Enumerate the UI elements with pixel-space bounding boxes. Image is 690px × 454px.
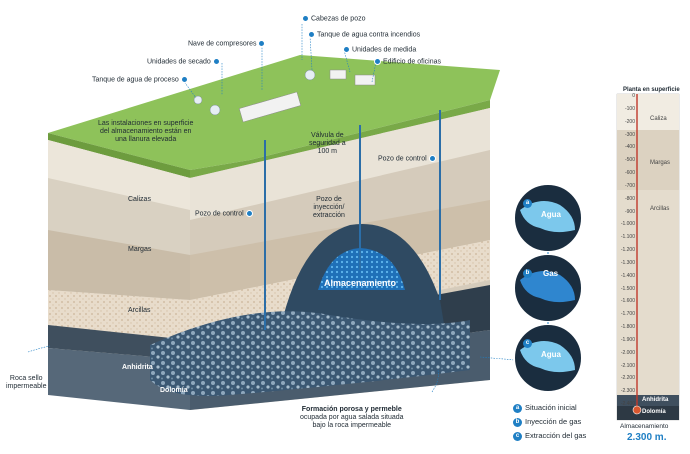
circle-b-text: Gas — [543, 269, 559, 278]
column-tick-label: -1.300 — [620, 259, 635, 266]
circle-a-badge: a — [523, 198, 535, 208]
label-roca-sello: Roca sello impermeable — [6, 375, 47, 390]
column-tick-label: -1.100 — [620, 234, 635, 241]
label-pozo-control-left: Pozo de control — [195, 210, 255, 218]
column-tick-label: -1.700 — [620, 311, 635, 318]
column-tick-label: -1.600 — [620, 298, 635, 305]
column-tick-label: -700 — [624, 182, 635, 189]
column-tick-label: -300 — [624, 131, 635, 138]
column-tick-label: -1.000 — [620, 221, 635, 228]
label-formacion: Formación porosa y permeble ocupada por … — [300, 406, 404, 429]
circle-c-text: Agua — [541, 350, 561, 359]
label-pozo-inyeccion: Pozo de inyección/ extracción — [313, 196, 345, 219]
column-tick-label: -1.400 — [620, 272, 635, 279]
column-tick-label: -900 — [624, 208, 635, 215]
label-edificio-oficinas: Edificio de oficinas — [372, 58, 441, 66]
label-nave-compresores: Nave de compresores — [188, 40, 267, 48]
label-tanque-proceso: Tanque de agua de proceso — [92, 76, 190, 84]
column-footer-label: Almacenamiento — [620, 423, 669, 430]
label-tanque-incendios: Tanque de agua contra incendios — [306, 31, 420, 39]
column-tick-label: -800 — [624, 195, 635, 202]
label-arcillas: Arcillas — [128, 307, 151, 314]
column-tick-label: -200 — [624, 118, 635, 125]
label-unidades-secado: Unidades de secado — [147, 58, 222, 66]
column-tick-label: -2.400 — [620, 401, 635, 407]
column-tick-label: -600 — [624, 170, 635, 176]
circle-a-text: Agua — [541, 210, 561, 219]
label-dolomia: Dolomía — [160, 387, 188, 394]
label-cabezas: Cabezas de pozo — [300, 15, 365, 23]
column-tick-label: -2.200 — [620, 375, 635, 382]
column-layer-margas: Margas — [650, 160, 671, 166]
circle-b — [513, 253, 583, 323]
label-almacenamiento: Almacenamiento — [324, 278, 397, 288]
label-unidades-medida: Unidades de medida — [341, 46, 416, 54]
column-tick-label: -1.500 — [620, 285, 635, 292]
column-tick-label: -500 — [624, 157, 635, 164]
column-tick-label: -2.100 — [620, 362, 635, 369]
label-pozo-control-right: Pozo de control — [378, 155, 438, 163]
circle-c-badge: c — [523, 338, 535, 348]
column-tick-label: -2.300 — [620, 388, 635, 395]
label-anhidrita: Anhidrita — [122, 364, 153, 371]
column-footer-value: 2.300 m. — [627, 432, 667, 443]
label-instalaciones: Las instalaciones en superficie del alma… — [98, 120, 194, 143]
column-layer-dolomia: Dolomía — [642, 409, 666, 415]
column-tick-label: -2.000 — [620, 349, 635, 356]
column-tick-label: -1.200 — [620, 247, 635, 253]
column-layer-anhidrita: Anhidrita — [642, 397, 669, 403]
column-tick-label: -100 — [624, 105, 635, 112]
column-layer-caliza: Caliza — [650, 116, 667, 122]
column-tick-label: 0 — [632, 93, 635, 99]
label-valvula: Válvula de seguridad a 100 m — [309, 132, 346, 155]
label-margas: Margas — [128, 246, 152, 253]
label-calizas: Calizas — [128, 196, 151, 203]
circle-b-badge: b — [523, 268, 535, 278]
column-layer-arcillas: Arcillas — [650, 206, 670, 212]
column-tick-label: -1.900 — [620, 336, 635, 343]
column-title: Planta en superficie — [623, 87, 680, 93]
column-tick-label: -400 — [624, 144, 635, 151]
porous-formation — [150, 311, 470, 396]
column-tick-label: -1.800 — [620, 324, 635, 330]
